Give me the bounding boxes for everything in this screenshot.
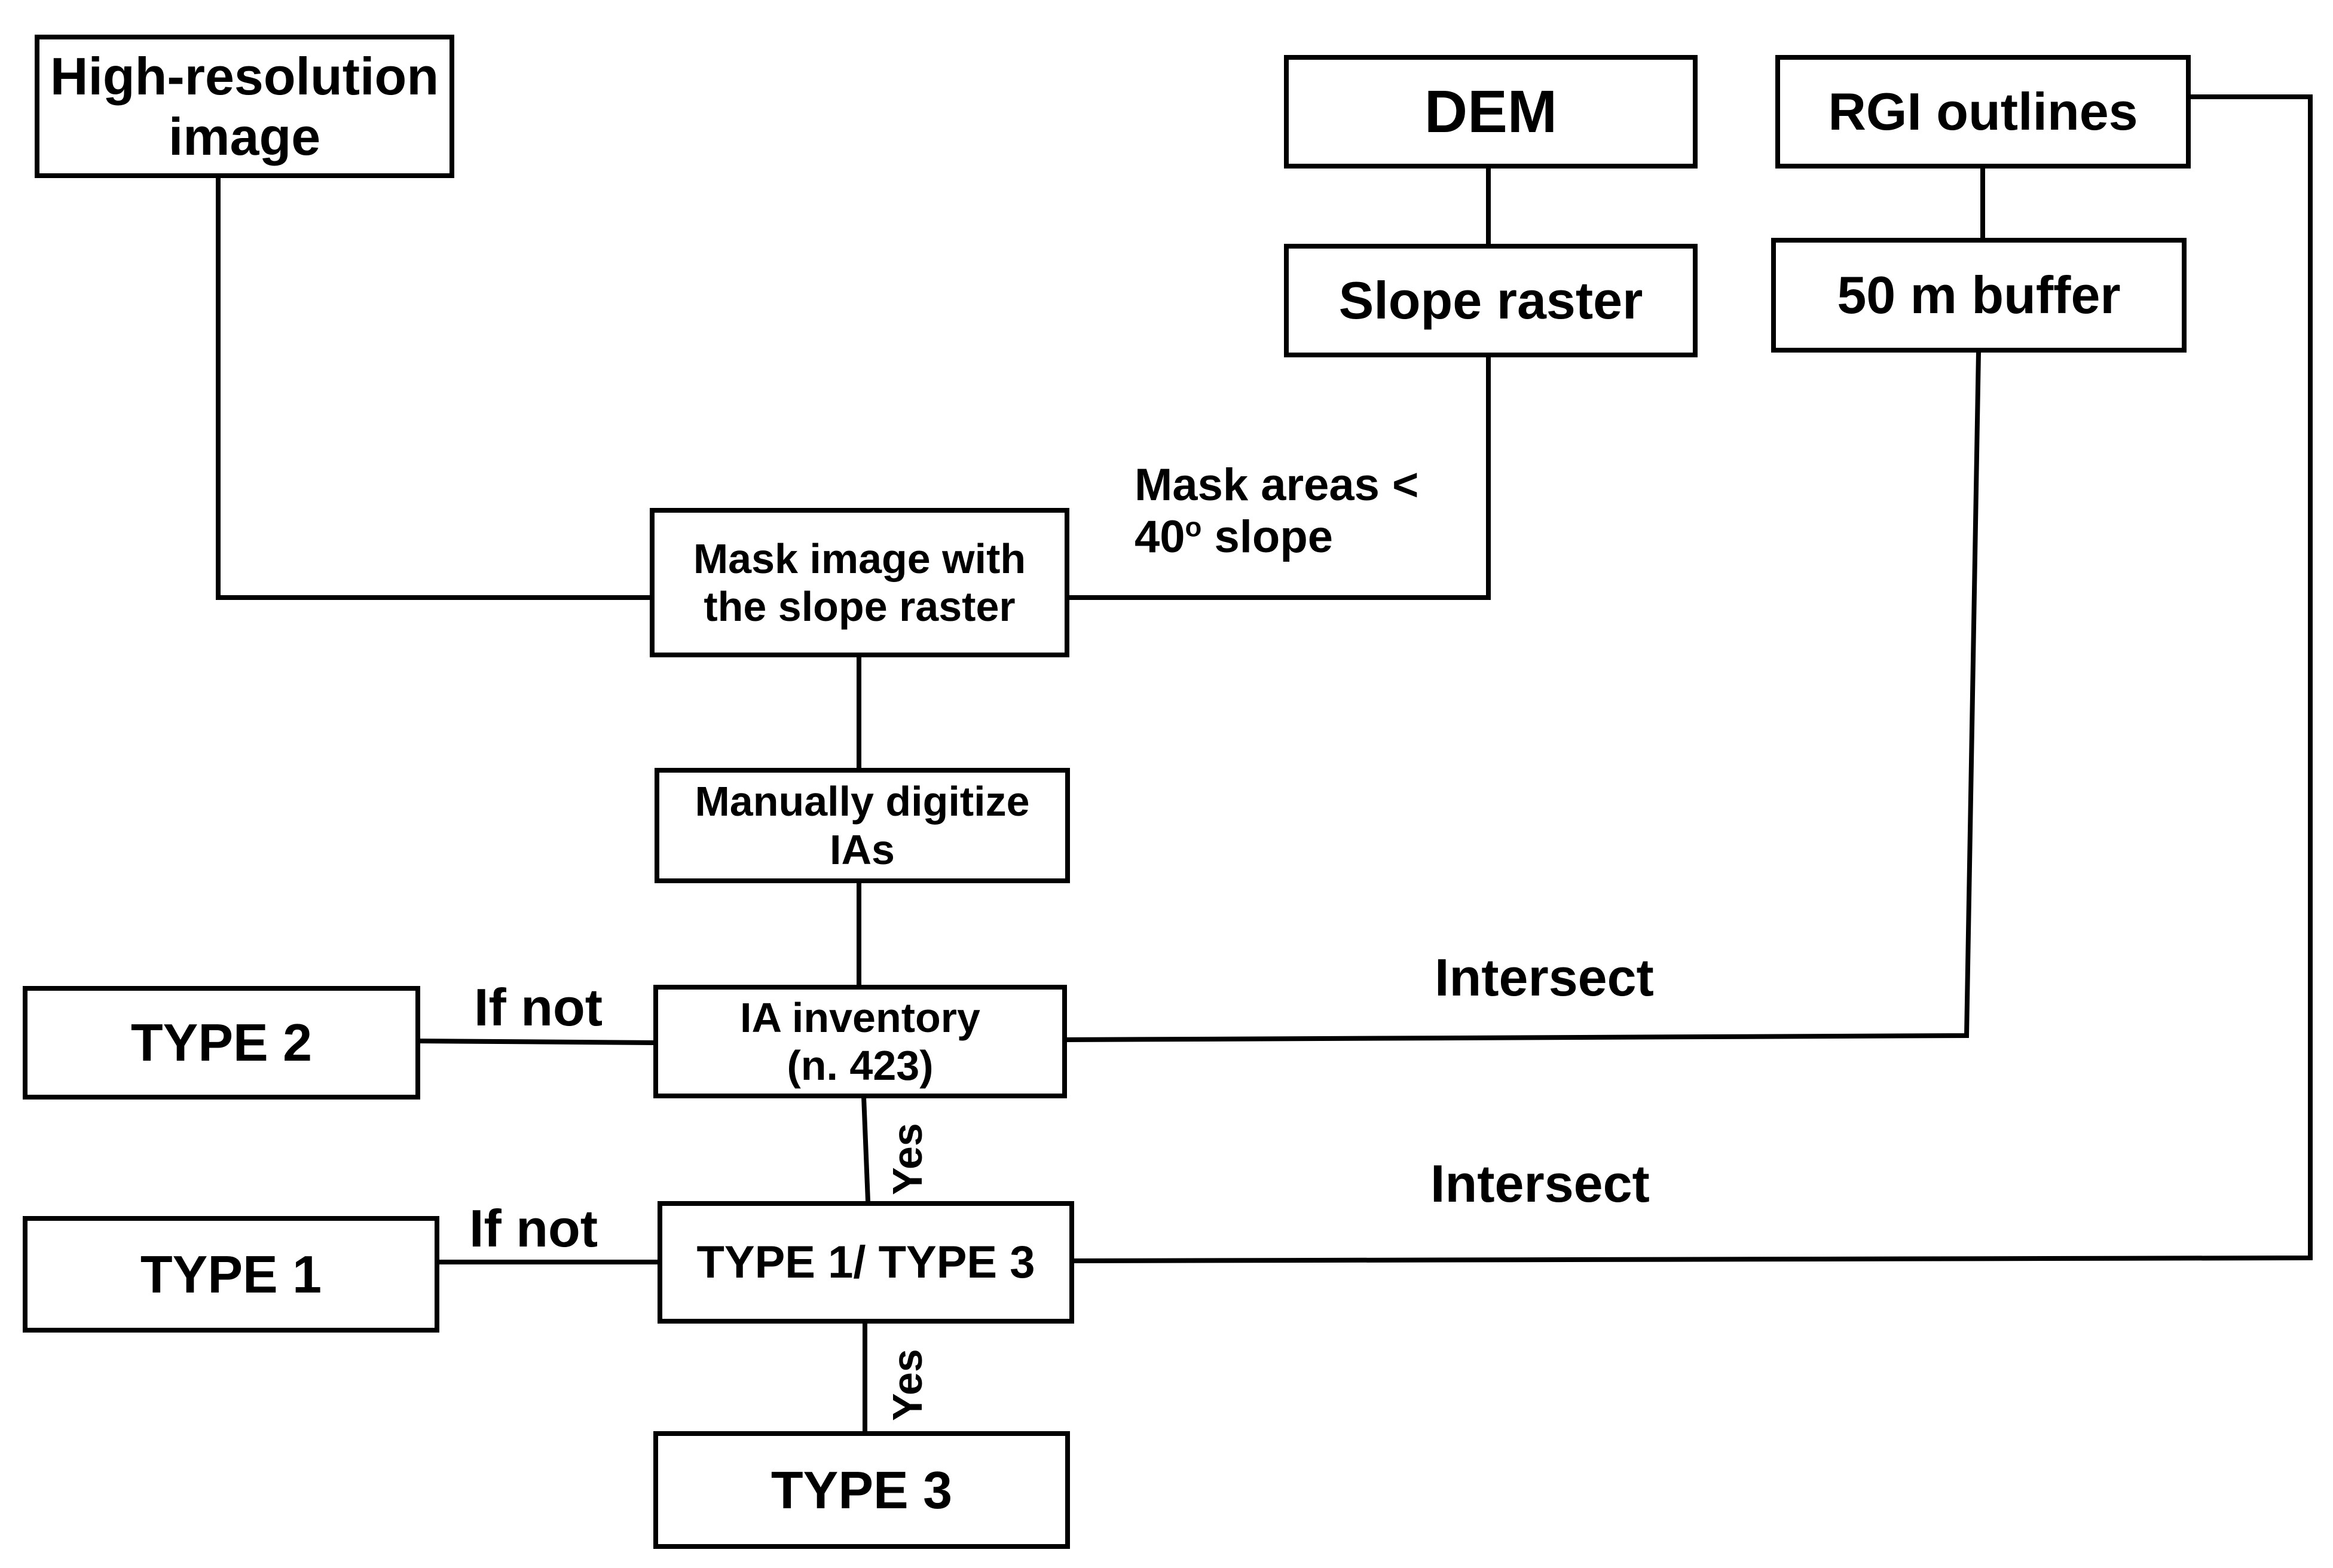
node-type3-label: TYPE 3 (770, 1460, 953, 1520)
node-ia-inventory: IA inventory (n. 423) (653, 985, 1067, 1098)
node-rgi-outlines-label: RGI outlines (1828, 82, 2138, 142)
node-mask-image-line2: the slope raster (704, 583, 1016, 630)
label-yes-lower: Yes (884, 1349, 931, 1421)
edge-image-to-mask (216, 172, 652, 600)
node-slope-raster: Slope raster (1284, 244, 1698, 357)
label-mask-areas-rest: slope (1201, 512, 1334, 563)
label-if-not-upper: If not (474, 978, 603, 1037)
edge-rgi-to-type13 (1070, 94, 2313, 1264)
label-yes-upper: Yes (884, 1123, 931, 1195)
label-mask-areas: Mask areas < 40o slope (1135, 459, 1418, 564)
edge-inventory-to-type13 (861, 1094, 871, 1204)
node-ia-inventory-line1: IA inventory (740, 994, 980, 1041)
node-50m-buffer: 50 m buffer (1771, 238, 2187, 353)
edge-buffer-to-inventory (1062, 350, 1982, 1043)
node-type1-type3-label: TYPE 1/ TYPE 3 (696, 1236, 1035, 1288)
node-slope-raster-label: Slope raster (1338, 271, 1643, 330)
node-type1-label: TYPE 1 (140, 1244, 322, 1304)
node-type3: TYPE 3 (653, 1431, 1070, 1549)
label-mask-areas-line2: 40o slope (1135, 511, 1418, 563)
node-dem-label: DEM (1424, 78, 1558, 145)
label-mask-areas-line1: Mask areas < (1135, 460, 1419, 510)
edge-slope-to-mask (1066, 353, 1491, 600)
node-high-resolution-image-line1: High-resolution (50, 46, 439, 106)
node-50m-buffer-label: 50 m buffer (1837, 265, 2121, 325)
label-intersect-upper: Intersect (1435, 948, 1654, 1007)
node-type2: TYPE 2 (23, 986, 420, 1100)
node-manually-digitize-line2: IAs (830, 826, 895, 873)
node-dem: DEM (1284, 55, 1698, 169)
node-type1: TYPE 1 (23, 1216, 439, 1333)
node-type2-label: TYPE 2 (130, 1013, 313, 1073)
label-if-not-lower: If not (469, 1199, 598, 1258)
node-rgi-outlines: RGI outlines (1775, 55, 2191, 169)
edge-inventory-to-type2 (415, 1038, 659, 1046)
node-type1-type3: TYPE 1/ TYPE 3 (658, 1201, 1074, 1324)
node-high-resolution-image-line2: image (168, 107, 321, 166)
node-ia-inventory-line2: (n. 423) (787, 1042, 934, 1089)
label-mask-areas-num: 40 (1135, 512, 1185, 563)
node-manually-digitize: Manually digitize IAs (655, 768, 1070, 883)
label-mask-areas-degree: o (1185, 512, 1202, 543)
node-manually-digitize-line1: Manually digitize (695, 778, 1030, 825)
node-mask-image: Mask image with the slope raster (650, 508, 1069, 657)
label-intersect-lower: Intersect (1430, 1154, 1650, 1213)
node-high-resolution-image: High-resolution image (35, 35, 454, 178)
node-mask-image-line1: Mask image with (693, 535, 1026, 582)
